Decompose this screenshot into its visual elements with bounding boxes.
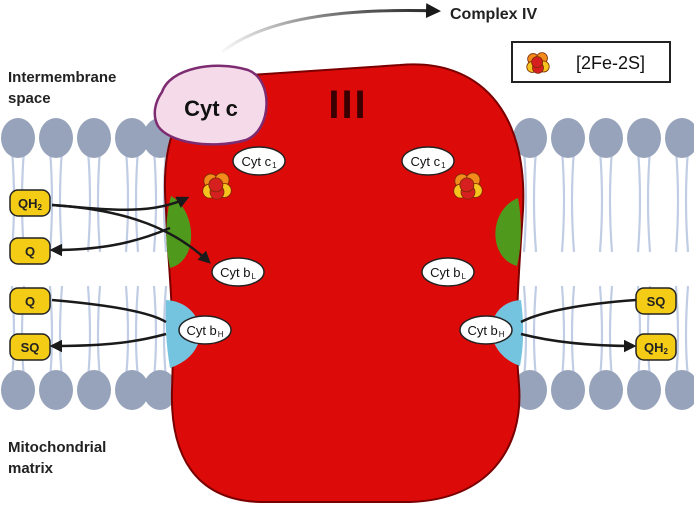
arrow-to-sq-left [49, 332, 167, 353]
lipid-2 [77, 118, 111, 410]
q-left-bottom: Q [9, 287, 51, 315]
cyt-c1-right: Cyt c1 [401, 146, 455, 176]
q-left-top: Q [9, 237, 51, 265]
cyt-bh-left-sub: H [218, 330, 224, 339]
qh2-left-label: QH [18, 196, 38, 211]
cyt-bl-left-sub: L [251, 272, 256, 281]
sq-right: SQ [635, 287, 677, 315]
iron-sulfur-cluster-left [202, 172, 232, 200]
cyt-bl-left: Cyt bL [211, 257, 265, 287]
cyt-c1-right-label: Cyt c [410, 154, 440, 169]
cyt-bl-right-label: Cyt b [430, 265, 460, 280]
cyt-c1-left: Cyt c1 [232, 146, 286, 176]
qh2-left-sub: 2 [38, 203, 43, 212]
cyt-bl-right-sub: L [461, 272, 466, 281]
q-left-bottom-label: Q [25, 294, 35, 309]
sq-left: SQ [9, 333, 51, 361]
arrow-to-complex-iv [221, 3, 441, 54]
lipid-6 [551, 118, 585, 410]
arrow-q-to-qi-left [51, 298, 167, 324]
qh2-left: QH2 [9, 189, 51, 217]
intermembrane-space-label: Intermembrane space [8, 69, 121, 107]
sq-left-label: SQ [21, 340, 40, 355]
cyt-c1-right-sub: 1 [441, 161, 446, 170]
arrow-to-qh2-right [520, 332, 637, 353]
mitochondrial-matrix-label: Mitochondrial matrix [8, 439, 111, 477]
complex-iv-label: Complex IV [450, 6, 537, 23]
lipid-8 [627, 118, 661, 410]
lipid-7 [589, 118, 623, 410]
svg-text:Cyt bL: Cyt bL [220, 265, 256, 281]
cyt-bh-right-label: Cyt b [467, 323, 497, 338]
cyt-c1-left-label: Cyt c [241, 154, 271, 169]
svg-text:Cyt bH: Cyt bH [467, 323, 504, 339]
qo-site-left [166, 196, 192, 268]
cyt-bh-right-sub: H [499, 330, 505, 339]
cyt-c-label: Cyt c [184, 96, 238, 121]
qo-site-right [495, 198, 521, 266]
cyt-bl-right: Cyt bL [421, 257, 475, 287]
svg-text:Cyt c1: Cyt c1 [241, 154, 277, 170]
lipid-3 [115, 118, 149, 410]
lipid-bilayer [1, 118, 694, 410]
lipid-9 [665, 118, 694, 410]
iron-sulfur-cluster-right [453, 172, 483, 200]
qh2-right: QH2 [635, 333, 677, 361]
qh2-right-sub: 2 [664, 347, 669, 356]
sq-right-label: SQ [647, 294, 666, 309]
legend-label: [2Fe-2S] [576, 53, 645, 73]
cyt-bh-left-label: Cyt b [186, 323, 216, 338]
arrow-qh2-to-cyt-bl [51, 203, 211, 264]
cyt-c1-left-sub: 1 [272, 161, 277, 170]
cytochrome-c [153, 64, 268, 146]
svg-text:Cyt bL: Cyt bL [430, 265, 466, 281]
q-left-top-label: Q [25, 244, 35, 259]
svg-text:QH2: QH2 [644, 340, 669, 356]
complex-numeral: III [328, 83, 367, 127]
svg-text:Cyt bH: Cyt bH [186, 323, 223, 339]
cyt-bh-right: Cyt bH [459, 315, 513, 345]
reaction-arrows [49, 196, 637, 353]
arrow-to-q-left [49, 226, 171, 257]
arrow-sq-to-qi-right [520, 298, 637, 324]
cyt-bh-left: Cyt bH [178, 315, 232, 345]
svg-text:Cyt c1: Cyt c1 [410, 154, 446, 170]
lipid-1 [39, 118, 73, 410]
cyt-bl-left-label: Cyt b [220, 265, 250, 280]
iron-sulfur-cluster-icon [526, 52, 550, 74]
qh2-right-label: QH [644, 340, 664, 355]
svg-text:QH2: QH2 [18, 196, 43, 212]
lipid-5 [513, 118, 547, 410]
